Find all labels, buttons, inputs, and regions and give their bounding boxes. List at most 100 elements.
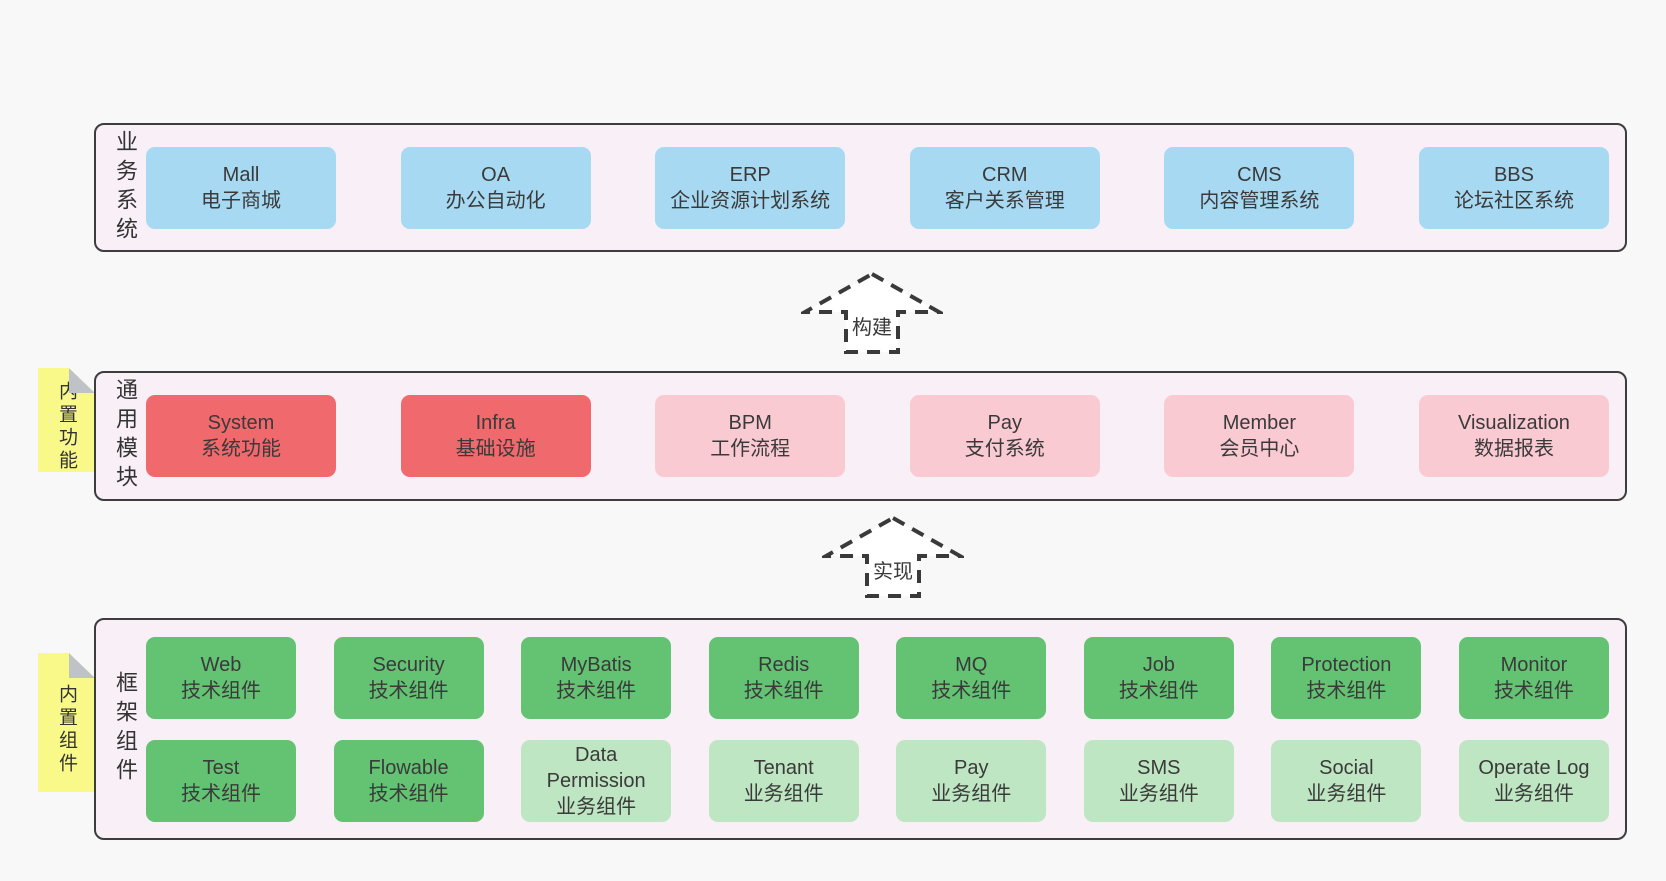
module-box-title: SMS: [1137, 756, 1181, 779]
module-box-title: Test: [202, 756, 240, 779]
module-box-title: MyBatis: [560, 653, 632, 676]
module-box-title: Infra: [475, 412, 516, 434]
module-box-job: Job 技术组件: [1083, 636, 1234, 719]
module-box-pay: Pay 支付系统: [909, 395, 1100, 477]
module-box-title: Protection: [1301, 653, 1392, 676]
module-box-subtitle: 技术组件: [181, 782, 261, 805]
module-box-title: BBS: [1493, 163, 1534, 186]
module-box-subtitle: 系统功能: [201, 438, 281, 460]
dashed-up-arrow-implement: 实现: [822, 515, 964, 599]
module-box-title: Social: [1319, 756, 1374, 779]
module-box-flowable: Flowable 技术组件: [333, 739, 484, 822]
note-fold-corner: [69, 653, 95, 678]
module-box-title: MQ: [955, 653, 988, 676]
dashed-up-arrow-build: 构建: [801, 271, 943, 355]
module-box-bpm: BPM 工作流程: [655, 395, 846, 477]
module-box-title: System: [207, 412, 275, 434]
module-box-member: Member 会员中心: [1164, 395, 1355, 477]
module-box-subtitle: 业务组件: [1118, 782, 1199, 805]
module-box-title: Visualization: [1458, 412, 1570, 434]
common-modules-boxes: System 系统功能 Infra 基础设施 BPM 工作流程 Pay 支付系统 Member 会…: [146, 395, 1609, 477]
layer-label-business-systems: 业务系统: [113, 129, 138, 246]
module-box-mybatis: MyBatis 技术组件: [521, 636, 672, 719]
arrow-label-build: 构建: [850, 311, 894, 340]
module-box-title: Member: [1222, 412, 1297, 434]
module-box-title: Pay: [954, 756, 989, 779]
module-box-title: Mall: [222, 163, 260, 186]
framework-components-row-2: Test 技术组件 Flowable 技术组件 Data Permission 业务组件 T…: [146, 739, 1609, 822]
module-box-subtitle: 技术组件: [368, 782, 449, 805]
module-box-title: Operate Log: [1478, 756, 1590, 779]
module-box-infra: Infra 基础设施: [400, 395, 591, 477]
module-box-subtitle: 业务组件: [1493, 782, 1574, 805]
module-box-pay: Pay 业务组件: [896, 739, 1047, 822]
module-box-title: Pay: [987, 412, 1023, 434]
module-box-subtitle: 论坛社区系统: [1453, 189, 1574, 212]
module-box-protection: Protection 技术组件: [1271, 636, 1422, 719]
module-box-title: ERP: [729, 163, 771, 186]
module-box-title: Security: [372, 653, 445, 676]
module-box-subtitle: 内容管理系统: [1199, 189, 1320, 212]
module-box-bbs: BBS 论坛社区系统: [1418, 146, 1609, 229]
module-box-subtitle: 企业资源计划系统: [670, 189, 831, 212]
module-box-subtitle: 数据报表: [1473, 438, 1554, 460]
module-box-subtitle: 技术组件: [181, 679, 261, 702]
module-box-subtitle: 支付系统: [964, 438, 1045, 460]
sticky-note-built-in-features: 内置功能: [38, 368, 95, 472]
module-box-title: OA: [481, 163, 511, 186]
module-box-subtitle: 电子商城: [201, 189, 281, 212]
module-box-subtitle: 技术组件: [556, 679, 637, 702]
module-box-subtitle: 业务组件: [743, 782, 824, 805]
module-box-social: Social 业务组件: [1271, 739, 1422, 822]
arrow-label-implement: 实现: [871, 555, 915, 584]
module-box-title: Web: [200, 653, 242, 676]
module-box-data-permission: Data Permission 业务组件: [521, 739, 672, 822]
module-box-title: Data Permission: [546, 743, 646, 792]
sticky-note-label: 内置功能: [56, 381, 77, 473]
module-box-test: Test 技术组件: [146, 739, 296, 822]
module-box-mq: MQ 技术组件: [896, 636, 1047, 719]
module-box-visualization: Visualization 数据报表: [1418, 395, 1609, 477]
module-box-title: CMS: [1237, 163, 1282, 186]
module-box-title: CRM: [982, 163, 1028, 186]
layer-common-modules: 通用模块 System 系统功能 Infra 基础设施 BPM 工作流程 Pay 支付系统 Me…: [94, 371, 1627, 501]
module-box-mall: Mall 电子商城: [146, 146, 336, 229]
module-box-subtitle: 业务组件: [556, 795, 637, 818]
module-box-web: Web 技术组件: [146, 636, 296, 719]
module-box-title: Job: [1142, 653, 1175, 676]
module-box-subtitle: 技术组件: [1493, 679, 1574, 702]
module-box-title: BPM: [728, 412, 772, 434]
module-box-crm: CRM 客户关系管理: [909, 146, 1100, 229]
module-box-subtitle: 基础设施: [455, 438, 536, 460]
module-box-system: System 系统功能: [146, 395, 336, 477]
sticky-note-label: 内置组件: [56, 683, 77, 776]
layer-label-common-modules: 通用模块: [113, 378, 138, 494]
module-box-subtitle: 客户关系管理: [944, 189, 1065, 212]
note-fold-corner: [69, 368, 95, 393]
module-box-title: Monitor: [1500, 653, 1568, 676]
module-box-subtitle: 业务组件: [1306, 782, 1387, 805]
module-box-title: Flowable: [368, 756, 449, 779]
module-box-subtitle: 技术组件: [931, 679, 1012, 702]
module-box-subtitle: 工作流程: [710, 438, 791, 460]
module-box-erp: ERP 企业资源计划系统: [655, 146, 846, 229]
module-box-cms: CMS 内容管理系统: [1164, 146, 1355, 229]
module-box-subtitle: 技术组件: [1306, 679, 1387, 702]
module-box-subtitle: 技术组件: [743, 679, 824, 702]
module-box-subtitle: 技术组件: [1118, 679, 1199, 702]
sticky-note-built-in-components: 内置组件: [38, 653, 95, 792]
module-box-subtitle: 业务组件: [931, 782, 1012, 805]
module-box-sms: SMS 业务组件: [1083, 739, 1234, 822]
module-box-monitor: Monitor 技术组件: [1458, 636, 1609, 719]
module-box-title: Tenant: [753, 756, 814, 779]
module-box-subtitle: 会员中心: [1219, 438, 1300, 460]
